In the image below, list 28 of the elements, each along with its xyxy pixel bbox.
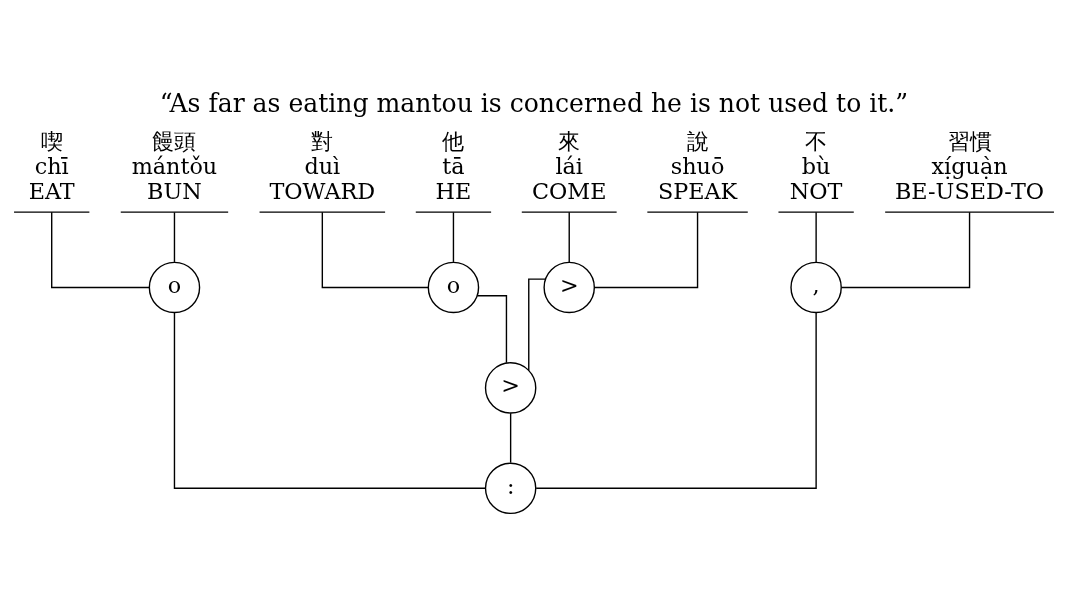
node-text: 他 tā HE <box>435 128 472 205</box>
node-text: 不 bù NOT <box>789 128 843 205</box>
connector <box>452 211 455 263</box>
node-circle: o <box>427 261 480 314</box>
connector <box>535 312 817 489</box>
node-circle: : <box>484 462 537 515</box>
connector <box>476 295 508 364</box>
node-text: 饅頭 mántǒu BUN <box>131 128 218 205</box>
node-circle: o <box>148 261 201 314</box>
node-circle: , <box>790 261 842 314</box>
node-text: 習慣 xị́guạ̀n BE-USED-TO <box>894 128 1045 205</box>
connector <box>51 211 150 289</box>
connector <box>840 211 971 289</box>
connector <box>173 312 487 489</box>
connector <box>509 412 512 464</box>
connector <box>568 211 570 263</box>
connector <box>528 278 546 372</box>
node-circle: > <box>543 261 596 314</box>
node-text: 喫 chī EAT <box>28 128 75 205</box>
connector <box>593 211 699 289</box>
node-text: 說 shuō SPEAK <box>657 128 738 205</box>
node-text: 來 lái COME <box>531 128 607 205</box>
caption: “As far as eating mantou is concerned he is not used to it.” <box>159 89 909 119</box>
connector <box>321 211 429 289</box>
node-circle: > <box>484 362 537 414</box>
connector <box>173 211 176 263</box>
connector <box>815 211 817 263</box>
node-text: 對 duì TOWARD <box>269 128 376 205</box>
